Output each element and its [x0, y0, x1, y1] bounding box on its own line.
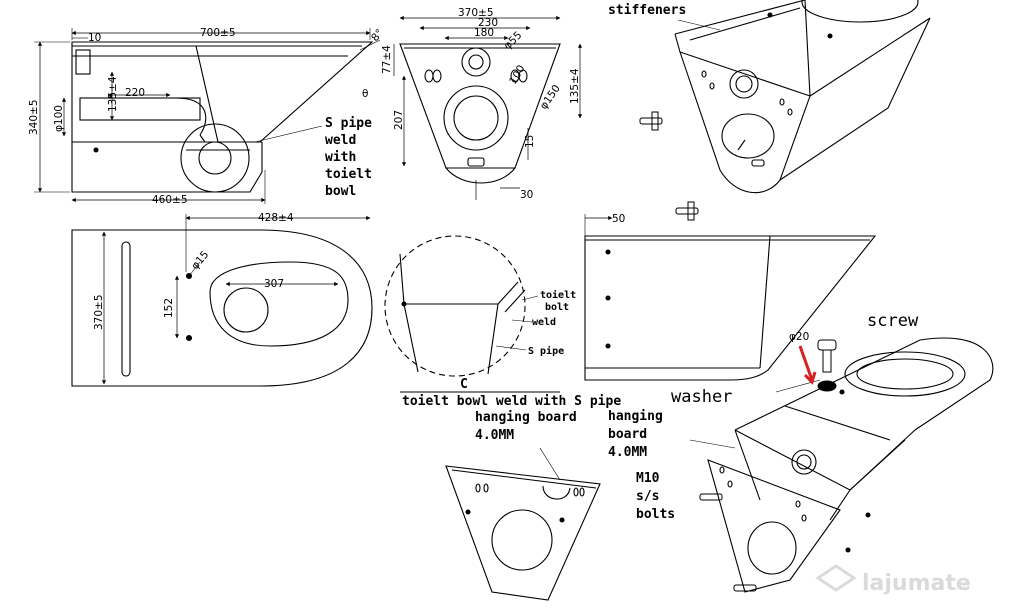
dim-150: φ150: [538, 83, 563, 112]
dim-77: 77±4: [381, 45, 393, 74]
callout-line-3: with: [325, 150, 356, 165]
dim-55: φ55: [502, 29, 525, 52]
bolt-icon: [733, 584, 757, 592]
iso-view-top: [674, 0, 931, 194]
hanging-board-line-3: 4.0MM: [608, 445, 647, 460]
hanging-board-left-line-2: 4.0MM: [475, 428, 514, 443]
side-elevation-view: [34, 28, 381, 204]
dim-180: 180: [474, 27, 494, 39]
dim-230: 230: [478, 17, 498, 29]
dim-flange: 10: [88, 32, 101, 44]
detail-label-weld: weld: [532, 317, 556, 328]
callout-line-4: toielt: [325, 167, 372, 182]
flange-side-view: [584, 214, 877, 381]
front-elevation-view: [393, 15, 583, 200]
bolt-icon: [675, 201, 699, 221]
s-pipe-weld-callout: S pipe weld with toielt bowl: [325, 116, 372, 199]
detail-letter: C: [460, 377, 468, 392]
bolts-line-3: bolts: [636, 507, 675, 522]
dim-top-length: 428±4: [258, 212, 294, 224]
dim-flange-50: 50: [612, 213, 625, 225]
dim-pipe-height: 135±4: [107, 76, 119, 112]
dim-30: 30: [520, 189, 533, 201]
screw-callout: screw: [867, 311, 919, 331]
callout-line-5: bowl: [325, 184, 356, 199]
detail-label-toielt: toielt: [540, 289, 576, 301]
dim-pipe-diameter: φ100: [53, 105, 65, 132]
iso-view-bottom: [689, 337, 994, 593]
dim-angle: 8°: [369, 27, 386, 44]
top-plan-view: [71, 214, 373, 387]
callout-line-1: S pipe: [325, 116, 372, 131]
arrow-down-icon: [798, 345, 817, 385]
detail-caption: toielt bowl weld with S pipe: [402, 394, 621, 409]
dim-15: 15: [524, 135, 536, 148]
watermark-suffix: .ro: [955, 580, 970, 593]
hanging-board-part: [445, 447, 601, 601]
dim-base-length: 460±5: [152, 194, 188, 206]
dim-135: 135±4: [569, 68, 581, 104]
hanging-board-left-line-1: hanging board: [475, 410, 577, 425]
washer-icon: [817, 380, 837, 392]
bolt-icon: [699, 493, 723, 501]
dim-hole-diameter: φ15: [189, 249, 211, 272]
dim-total-length: 700±5: [200, 27, 236, 39]
stiffeners-callout: stiffeners: [608, 3, 686, 18]
dim-top-width: 370±5: [93, 294, 105, 330]
detail-c-circle: [384, 235, 560, 393]
callout-line-2: weld: [325, 133, 356, 148]
dim-height: 340±5: [28, 99, 40, 135]
bolt-icon: [639, 111, 663, 131]
hanging-board-callout-left: hanging board 4.0MM: [475, 410, 577, 443]
dim-20: φ20: [789, 331, 809, 343]
bolts-callout: M10 s/s bolts: [636, 471, 675, 522]
washer-callout: washer: [671, 387, 732, 407]
bolts-line-1: M10: [636, 471, 660, 486]
screw-icon: [817, 339, 837, 373]
dim-100: 100: [507, 63, 527, 86]
hanging-board-line-1: hanging: [608, 409, 663, 424]
dim-theta: θ: [362, 88, 368, 100]
detail-label-s-pipe: S pipe: [528, 345, 564, 357]
dim-pipe-length: 220: [125, 87, 145, 99]
dim-front-width: 370±5: [458, 7, 494, 19]
watermark-text: lajumate: [862, 571, 971, 596]
dim-opening: 307: [264, 278, 284, 290]
detail-label-bolt: bolt: [545, 302, 569, 313]
dim-hole-spacing: 152: [163, 298, 175, 318]
hanging-board-callout-right: hanging board 4.0MM: [608, 409, 663, 460]
watermark-logo: lajumate .ro: [815, 564, 971, 596]
hanging-board-line-2: board: [608, 427, 647, 442]
dim-207: 207: [393, 110, 405, 130]
bolts-line-2: s/s: [636, 489, 659, 504]
